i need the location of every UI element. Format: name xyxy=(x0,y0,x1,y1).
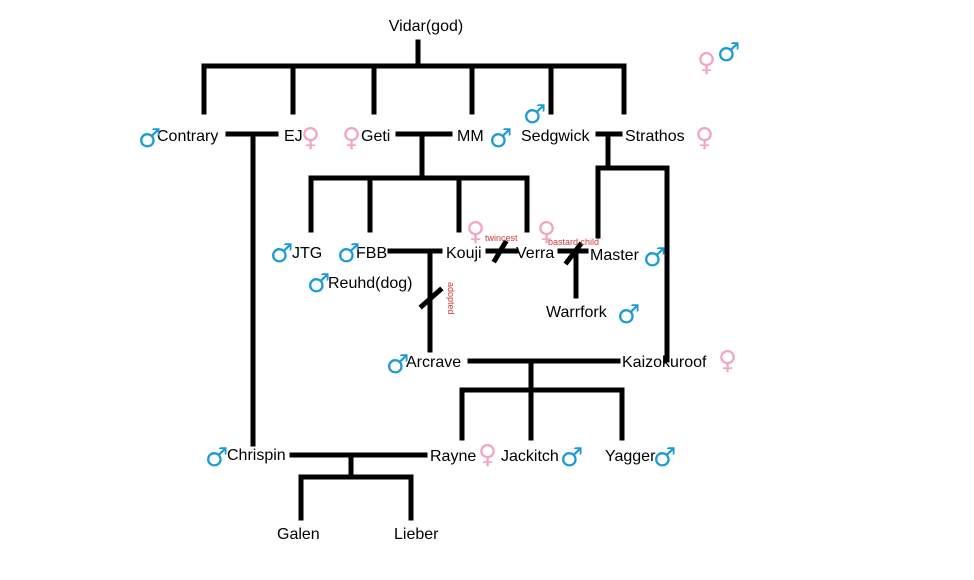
person-arcrave: Arcrave xyxy=(406,354,461,371)
person-geti: Geti xyxy=(361,128,390,145)
note-twincest: twincest xyxy=(485,233,518,243)
male-symbol-icon: ♂ xyxy=(337,239,360,269)
female-symbol-icon: ♀ xyxy=(718,346,737,376)
female-symbol-icon: ♀ xyxy=(301,123,320,153)
female-symbol-icon: ♀ xyxy=(697,48,716,78)
person-sedgwick: Sedgwick xyxy=(521,128,590,145)
male-symbol-icon: ♂ xyxy=(307,269,330,299)
female-symbol-icon: ♀ xyxy=(537,217,556,247)
person-master: Master xyxy=(590,247,640,264)
person-strathos: Strathos xyxy=(625,128,685,145)
female-symbol-icon: ♀ xyxy=(466,217,485,247)
female-symbol-icon: ♀ xyxy=(478,440,497,470)
male-symbol-icon: ♂ xyxy=(270,239,293,269)
person-yagger: Yagger xyxy=(605,448,656,465)
connector-lines xyxy=(201,39,670,521)
person-jackitch: Jackitch xyxy=(501,448,559,465)
male-symbol-icon: ♂ xyxy=(643,243,666,273)
person-mm: MM xyxy=(457,128,484,145)
male-symbol-icon: ♂ xyxy=(489,124,512,154)
male-symbol-icon: ♂ xyxy=(717,38,740,68)
person-ej: EJ xyxy=(284,128,303,145)
person-reuhd: Reuhd(dog) xyxy=(328,275,413,292)
relationship-notes: twincest bastard child adopted xyxy=(446,233,599,315)
male-symbol-icon: ♂ xyxy=(205,443,228,473)
person-contrary: Contrary xyxy=(157,128,218,145)
male-symbol-icon: ♂ xyxy=(653,443,676,473)
person-fbb: FBB xyxy=(356,245,387,262)
person-galen: Galen xyxy=(277,526,320,543)
person-lieber: Lieber xyxy=(394,526,439,543)
person-kaizokuroof: Kaizokuroof xyxy=(622,354,707,371)
male-symbol-icon: ♂ xyxy=(523,100,546,130)
gender-symbols: ♀ ♂ ♂ ♀ ♀ ♂ ♂ ♀ ♂ ♂ ♀ ♀ ♂ ♂ ♂ ♂ ♀ ♂ ♀ ♂ … xyxy=(138,38,740,473)
male-symbol-icon: ♂ xyxy=(617,300,640,330)
female-symbol-icon: ♀ xyxy=(695,123,714,153)
person-chrispin: Chrispin xyxy=(227,447,286,464)
note-adopted: adopted xyxy=(446,282,456,315)
male-symbol-icon: ♂ xyxy=(560,443,583,473)
person-jtg: JTG xyxy=(292,245,322,262)
male-symbol-icon: ♂ xyxy=(138,124,161,154)
person-rayne: Rayne xyxy=(430,448,476,465)
female-symbol-icon: ♀ xyxy=(342,123,361,153)
person-warrfork: Warrfork xyxy=(546,304,608,321)
person-names: Vidar(god) Contrary EJ Geti MM Sedgwick … xyxy=(157,18,707,543)
note-bastard-child: bastard child xyxy=(548,237,599,247)
male-symbol-icon: ♂ xyxy=(386,350,409,380)
person-vidar: Vidar(god) xyxy=(389,18,463,35)
person-kouji: Kouji xyxy=(446,245,482,262)
person-verra: Verra xyxy=(516,245,554,262)
